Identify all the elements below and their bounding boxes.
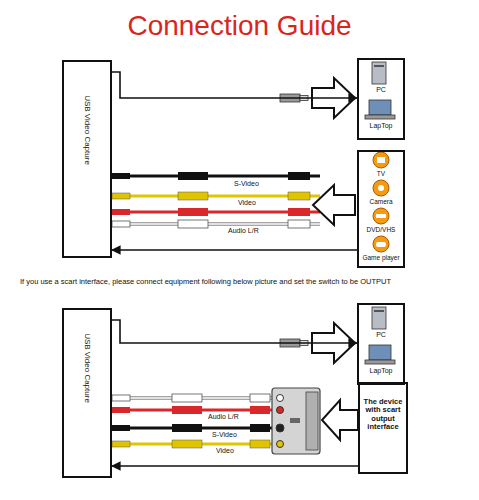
scart-device-box: The device with scart output interface (358, 382, 408, 474)
rca-plug (112, 193, 130, 199)
device-label: USB Video Capture (83, 333, 92, 403)
laptop-icon (365, 115, 395, 119)
node-label: LapTop (359, 367, 403, 375)
device-icon (373, 208, 389, 224)
rca-plug (250, 440, 270, 448)
av-cable (112, 398, 272, 444)
scart-adapter (272, 388, 320, 454)
connector (112, 320, 357, 343)
rca-plug (112, 425, 130, 431)
laptop-icon (369, 100, 391, 115)
av-cable (112, 176, 320, 224)
usb-plug (280, 94, 308, 347)
node-label: PC (359, 86, 403, 94)
device-icon (373, 236, 389, 252)
scart-adapter (306, 392, 318, 450)
rca-plug (112, 221, 130, 227)
scart-adapter (272, 388, 320, 454)
device-icon (377, 157, 385, 163)
rca-plug (112, 394, 270, 448)
rca-plug (112, 395, 130, 401)
capture-device: USB Video Capture (62, 60, 112, 258)
rca-plug (112, 173, 130, 179)
pc-icon (374, 65, 384, 67)
rca-plug (112, 407, 130, 413)
scart-adapter (276, 424, 284, 432)
rca-plug (112, 441, 130, 447)
device-icon (376, 242, 386, 247)
rca-plug (112, 209, 130, 215)
node-label: TV (359, 170, 403, 177)
cable-label: Video (214, 447, 236, 455)
connector (112, 249, 357, 251)
node-label: Game player (359, 254, 403, 261)
computer-box: PC LapTop (357, 58, 405, 140)
device-icon (376, 214, 386, 218)
cable-label: Audio L/R (226, 227, 261, 235)
scart-adapter (290, 418, 300, 423)
hollow-arrow (322, 400, 358, 440)
rca-plug (250, 394, 270, 402)
cable-label: Audio L/R (206, 413, 241, 421)
rca-plug (178, 192, 208, 200)
node-label: LapTop (359, 122, 403, 130)
rca-plug (172, 440, 202, 448)
node-label: Camera (359, 198, 403, 205)
rca-plug (288, 208, 310, 216)
capture-device: USB Video Capture (62, 308, 112, 478)
rca-plug (250, 424, 270, 432)
connector (112, 72, 357, 98)
hollow-arrow (312, 78, 358, 440)
computer-box: PC LapTop (357, 303, 405, 385)
device-icon (373, 180, 389, 196)
scart-adapter (277, 441, 284, 448)
device-icon (373, 152, 389, 168)
connector (112, 465, 358, 467)
hollow-arrow (313, 185, 355, 225)
rca-plug (288, 172, 310, 180)
cable-label: S-Video (210, 431, 239, 439)
rca-plug (250, 406, 270, 414)
pc-icon (372, 307, 386, 329)
rca-plug (178, 220, 208, 228)
rca-plug (172, 394, 202, 402)
source-box: TV CameraDVD/VHS Game player (357, 150, 405, 268)
rca-plug (172, 424, 202, 432)
laptop-icon (365, 360, 395, 364)
cable-label: S-Video (232, 180, 261, 188)
pc-icon (374, 310, 384, 312)
scart-adapter (277, 407, 284, 414)
scart-adapter (277, 395, 284, 402)
rca-plug (288, 192, 310, 200)
rca-plug (178, 172, 208, 180)
cable-label: Video (236, 199, 258, 207)
note-text: If you use a scart interface, please con… (18, 278, 472, 286)
node-label: The device with scart output interface (360, 398, 406, 431)
laptop-icon (369, 345, 391, 360)
device-label: USB Video Capture (83, 95, 92, 165)
rca-plug (172, 406, 202, 414)
rca-plug (288, 220, 310, 228)
pc-icon (372, 62, 386, 84)
node-label: PC (359, 331, 403, 339)
rca-plug (178, 208, 208, 216)
device-icon (378, 185, 384, 191)
title: Connection Guide (0, 10, 479, 42)
rca-plug (112, 172, 310, 228)
node-label: DVD/VHS (359, 226, 403, 233)
